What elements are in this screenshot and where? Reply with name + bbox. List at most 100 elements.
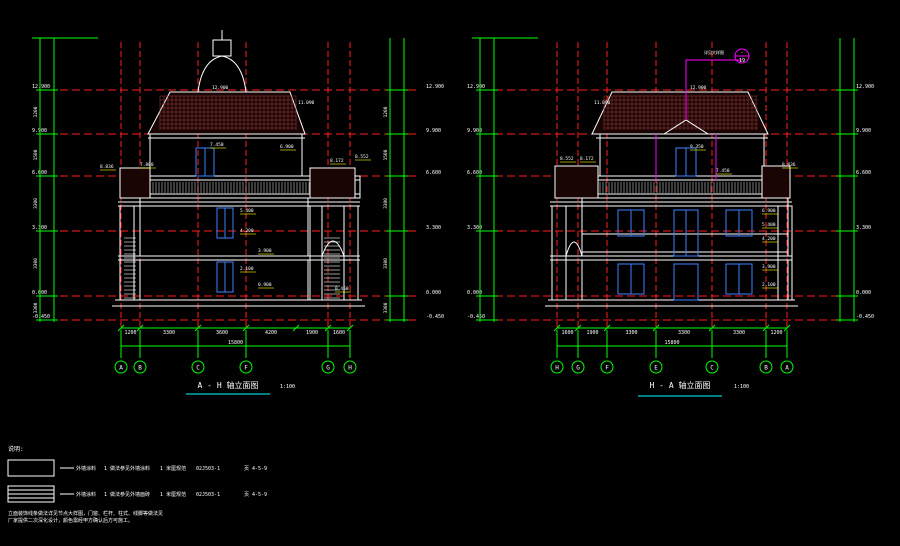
column-right bbox=[343, 205, 359, 301]
elev-note: 9.350 bbox=[690, 144, 704, 150]
dim-text-left: 1500 bbox=[33, 149, 39, 160]
right-scale: 1:100 bbox=[734, 384, 749, 390]
dim-text-left: 3300 bbox=[33, 302, 39, 313]
level-label-left: 3.300 bbox=[467, 225, 482, 231]
dim-text-bottom: 1600 bbox=[561, 330, 573, 336]
axis-bubble bbox=[239, 360, 253, 374]
right-title: H - A 轴立面图 bbox=[650, 380, 711, 390]
dim-tick bbox=[603, 324, 611, 332]
level-label-left: 12.900 bbox=[467, 84, 485, 90]
elev-note: 5.400 bbox=[240, 208, 254, 214]
axis-label: G bbox=[326, 365, 330, 372]
elev-note: 8.836 bbox=[100, 164, 114, 170]
side-roof-right bbox=[309, 167, 356, 199]
elev-note: 7.450 bbox=[210, 142, 224, 148]
elev-note: 8.172 bbox=[330, 158, 344, 164]
dim-text-right: 3300 bbox=[383, 258, 389, 269]
roof-label: 12.900 bbox=[690, 85, 707, 91]
axis-bubble bbox=[114, 360, 128, 374]
legend-code: 1 米厘规范 bbox=[160, 491, 186, 498]
elev-note: 6.900 bbox=[762, 208, 776, 214]
roof-label: 11.090 bbox=[594, 100, 611, 106]
axis-bubble bbox=[550, 360, 564, 374]
axis-label: E bbox=[654, 365, 658, 372]
dim-tick bbox=[553, 324, 561, 332]
axis-label: F bbox=[244, 365, 248, 372]
legend-material: 外墙涂料 bbox=[76, 465, 96, 472]
elev-note: 2.100 bbox=[240, 266, 254, 272]
level-label-left: 0.000 bbox=[467, 290, 482, 296]
dim-tick bbox=[346, 324, 354, 332]
roof bbox=[147, 91, 306, 135]
dim-text-bottom: 1900 bbox=[586, 330, 598, 336]
dim-text-bottom: 1600 bbox=[333, 330, 345, 336]
axis-label: G bbox=[576, 365, 580, 372]
level-label-left: -0.450 bbox=[467, 314, 485, 320]
elev-note: 8.172 bbox=[580, 156, 594, 162]
dim-text-bottom: 1200 bbox=[770, 330, 782, 336]
legend-swatch-hatched bbox=[7, 485, 55, 503]
level-label-left: 9.900 bbox=[467, 128, 482, 134]
level-label-right: 6.600 bbox=[426, 170, 441, 176]
dim-tick bbox=[194, 324, 202, 332]
side-roof-left bbox=[119, 167, 151, 199]
dim-text-bottom: 3300 bbox=[625, 330, 637, 336]
dim-text-left: 3300 bbox=[33, 258, 39, 269]
dim-text-right: 1200 bbox=[383, 106, 389, 117]
side-roof-left bbox=[554, 165, 599, 199]
elev-note: 3.900 bbox=[258, 248, 272, 254]
dim-tick bbox=[136, 324, 144, 332]
dim-text-total: 15800 bbox=[664, 340, 679, 346]
second-storey bbox=[139, 197, 309, 257]
column-right bbox=[777, 205, 793, 301]
level-label-right: -0.450 bbox=[426, 314, 444, 320]
axis-label: B bbox=[138, 365, 142, 372]
legend-ref: 02J503-1 bbox=[196, 492, 220, 498]
column-left bbox=[119, 205, 135, 301]
elev-note: 0.900 bbox=[258, 282, 272, 288]
axis-bubble bbox=[321, 360, 335, 374]
level-label-right: 9.900 bbox=[856, 128, 871, 134]
dim-tick bbox=[324, 324, 332, 332]
axis-label: C bbox=[710, 365, 714, 372]
level-label-right: 12.900 bbox=[426, 84, 444, 90]
dim-text-left: 1200 bbox=[33, 106, 39, 117]
elev-note: 4.200 bbox=[240, 228, 254, 234]
axis-label: C bbox=[196, 365, 200, 372]
dim-text-bottom: 4200 bbox=[265, 330, 277, 336]
dim-text-right: 3300 bbox=[383, 198, 389, 209]
elev-note: 8.552 bbox=[560, 156, 574, 162]
level-label-right: 12.900 bbox=[856, 84, 874, 90]
dim-text-bottom: 1200 bbox=[124, 330, 136, 336]
upper-storey bbox=[599, 133, 765, 177]
level-label-right: 3.300 bbox=[426, 225, 441, 231]
dim-text-right: 3300 bbox=[383, 302, 389, 313]
legend-material: 外墙涂料 bbox=[76, 491, 96, 498]
legend-note-2: 厂家提供二次深化设计，颜色需经甲方确认后方可施工。 bbox=[8, 517, 133, 524]
legend-page: 页 4-5-9 bbox=[244, 492, 267, 498]
dim-tick bbox=[574, 324, 582, 332]
legend-swatch-plain bbox=[7, 459, 55, 477]
level-label-right: -0.450 bbox=[856, 314, 874, 320]
upper-storey bbox=[149, 133, 303, 177]
axis-bubble bbox=[600, 360, 614, 374]
legend-page: 页 4-5-9 bbox=[244, 466, 267, 472]
dim-text-left: 3300 bbox=[33, 198, 39, 209]
axis-label: F bbox=[605, 365, 609, 372]
level-label-right: 3.300 bbox=[856, 225, 871, 231]
legend-note-1: 立面装饰线条做法详见节点大样图，门窗、栏杆、柱式、线脚等做法见 bbox=[8, 510, 163, 517]
level-label-right: 0.000 bbox=[856, 290, 871, 296]
axis-bubble bbox=[133, 360, 147, 374]
elev-note: 6.900 bbox=[280, 144, 294, 150]
roof-label: 11.090 bbox=[298, 100, 315, 106]
elev-note: 2.100 bbox=[762, 282, 776, 288]
dim-tick bbox=[783, 324, 791, 332]
level-label-left: -0.450 bbox=[32, 314, 50, 320]
dim-tick bbox=[708, 324, 716, 332]
left-title: A - H 轴立面图 bbox=[198, 380, 259, 390]
legend-heading: 说明: bbox=[8, 445, 24, 453]
callout-note: 详见大样图 bbox=[704, 49, 724, 55]
dim-tick bbox=[762, 324, 770, 332]
